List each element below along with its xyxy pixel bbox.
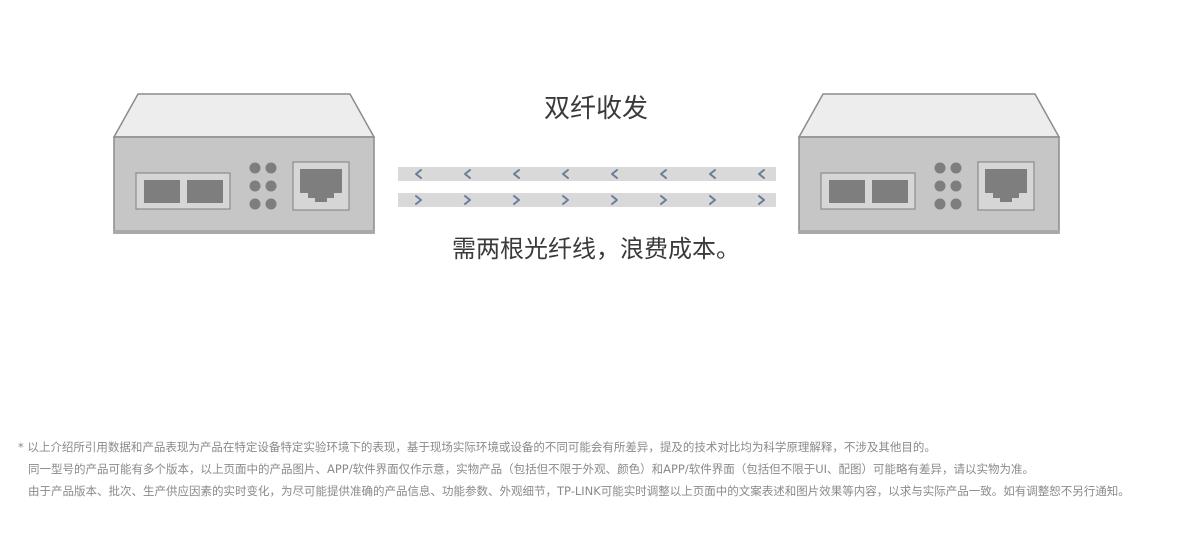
ethernet-port-icon — [292, 161, 350, 211]
disclaimer-line: * 以上介绍所引用数据和产品表现为产品在特定设备特定实验环境下的表现，基于现场实… — [18, 440, 936, 454]
fiber-port-icon — [135, 172, 231, 210]
fiber-port-icon — [820, 172, 916, 210]
diagram-title: 双纤收发 — [543, 94, 648, 124]
status-led-icon — [249, 162, 277, 210]
arrow-right-icon — [415, 195, 765, 205]
disclaimer-line: 由于产品版本、批次、生产供应因素的实时变化，为尽可能提供准确的产品信息、功能参数… — [28, 484, 1130, 498]
fiber-line-transmit — [398, 193, 776, 207]
status-led-icon — [934, 162, 962, 210]
fiber-line-receive — [398, 167, 776, 181]
media-converter-left — [112, 93, 376, 234]
ethernet-port-icon — [977, 161, 1035, 211]
disclaimer-line: 同一型号的产品可能有多个版本，以上页面中的产品图片、APP/软件界面仅作示意，实… — [28, 462, 1035, 476]
media-converter-right — [797, 93, 1061, 234]
diagram-caption: 需两根光纤线，浪费成本。 — [452, 235, 740, 263]
arrow-left-icon — [415, 169, 765, 179]
disclaimer: * 以上介绍所引用数据和产品表现为产品在特定设备特定实验环境下的表现，基于现场实… — [18, 436, 1183, 502]
